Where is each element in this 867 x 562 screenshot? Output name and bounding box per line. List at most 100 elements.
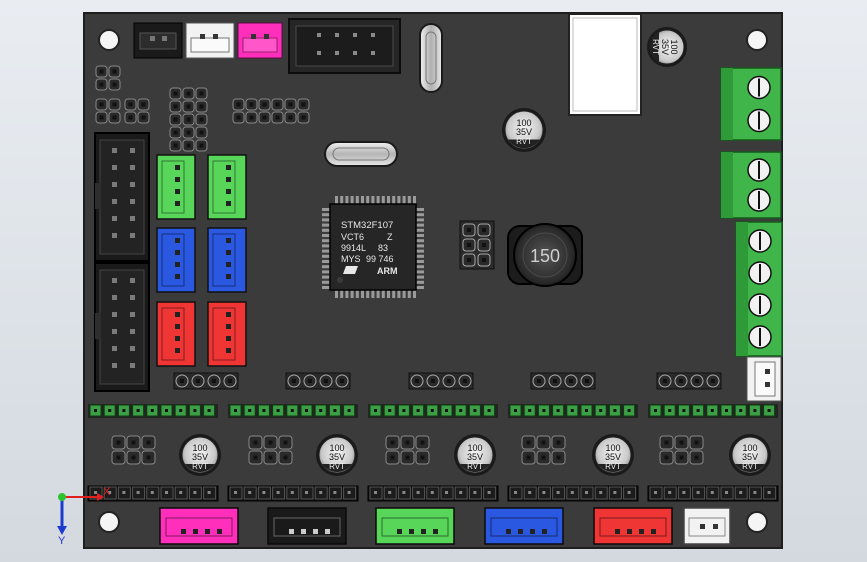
header-pin — [130, 216, 135, 221]
header-pin — [130, 233, 135, 238]
black-pin-strip — [507, 485, 639, 502]
axis-x-label: X — [103, 486, 111, 498]
jumper-header — [459, 220, 495, 270]
header-pin — [112, 363, 117, 368]
mounting-hole — [746, 29, 768, 51]
pin-block-3x5 — [169, 87, 208, 152]
header-pin — [112, 346, 117, 351]
header-pin — [112, 312, 117, 317]
header-pin — [112, 216, 117, 221]
capacitor-marking: 35V — [660, 39, 670, 55]
motor-connector — [156, 301, 196, 367]
bottom-jst-connector — [593, 507, 673, 545]
capacitor-marking: RVT — [651, 39, 660, 55]
header-pin — [130, 199, 135, 204]
header-pin — [130, 346, 135, 351]
header-pin — [130, 329, 135, 334]
header-pin — [112, 329, 117, 334]
green-pin-strips — [88, 404, 778, 418]
small-4pin-header — [656, 372, 722, 390]
capacitor-voltage: 35V — [605, 452, 621, 462]
top-box-header — [288, 18, 401, 74]
bottom-jst-connector — [267, 507, 347, 545]
capacitor-value: 100 — [516, 118, 531, 128]
bottom-jst-connectors — [159, 507, 731, 545]
box-header-pins — [112, 148, 135, 368]
pin-block-3x2 — [271, 98, 310, 124]
header-pin — [130, 363, 135, 368]
header-pin — [112, 199, 117, 204]
green-pin-strip — [88, 404, 218, 418]
small-4pin-header — [408, 372, 474, 390]
bottom-jst-connector — [159, 507, 239, 545]
pin-block-3x2 — [521, 435, 566, 465]
capacitor-value: 100 — [742, 443, 757, 453]
pin-block-3x2 — [111, 435, 156, 465]
pin-block-2x2 — [95, 65, 121, 91]
motor-connector — [156, 154, 196, 220]
pin-block-2x2 — [95, 98, 121, 124]
box-header-lower — [94, 262, 150, 392]
usb-connector — [568, 13, 642, 116]
mcu-marking-line1: STM32F107 — [341, 220, 393, 231]
header-pin — [112, 278, 117, 283]
power-inductor: 150 — [507, 223, 583, 287]
capacitor-value: 100 — [467, 443, 482, 453]
box-header-upper — [94, 132, 150, 262]
screw-terminal-top — [720, 67, 782, 141]
screw-terminal-middle — [720, 151, 782, 219]
motor-connector — [207, 227, 247, 293]
crystal-vertical — [419, 23, 443, 93]
motor-connectors — [156, 154, 247, 367]
header-pin — [130, 278, 135, 283]
arm-logo: ARM — [377, 266, 398, 276]
mounting-hole — [746, 511, 768, 533]
crystal-horizontal — [324, 141, 398, 167]
capacitor-series: RVT — [329, 462, 345, 471]
capacitor-value: 100 — [329, 443, 344, 453]
header-pin — [112, 233, 117, 238]
right-jst-white-connector — [746, 356, 782, 402]
mcu-marking-line3b: 83 — [378, 243, 388, 253]
inductor-marking: 150 — [530, 246, 560, 266]
mcu-marking-line4a: MYS — [341, 254, 361, 264]
black-pin-strips — [87, 485, 779, 502]
mcu-marking-line2a: VCT6 — [341, 232, 364, 242]
capacitor-marking: 100 — [669, 39, 679, 54]
axis-y-label: Y — [58, 535, 66, 547]
motor-connector — [207, 154, 247, 220]
screw-terminals — [720, 67, 783, 357]
header-pin — [112, 295, 117, 300]
capacitor-voltage: 35V — [329, 452, 345, 462]
black-pin-strip — [367, 485, 499, 502]
green-pin-strip — [368, 404, 498, 418]
pin-header-blocks — [95, 65, 310, 152]
mcu-marking-line2b: Z — [387, 232, 393, 242]
small-4pin-header — [173, 372, 239, 390]
pin-block-3x2 — [659, 435, 704, 465]
header-pin — [130, 148, 135, 153]
bottom-jst-connector — [375, 507, 455, 545]
mounting-hole — [98, 511, 120, 533]
capacitor-voltage: 35V — [192, 452, 208, 462]
capacitor-series: RVT — [742, 462, 758, 471]
mcu-pins — [322, 196, 424, 298]
mounting-hole — [98, 29, 120, 51]
pin-block-2x2 — [124, 98, 150, 124]
top-jst-white-connector — [185, 22, 235, 59]
green-pin-strip — [648, 404, 778, 418]
header-pin — [130, 295, 135, 300]
header-pin — [112, 148, 117, 153]
capacitor-series: RVT — [192, 462, 208, 471]
capacitor-voltage: 35V — [467, 452, 483, 462]
pin-block-3x2 — [232, 98, 271, 124]
axis-triad: X Y — [57, 486, 111, 547]
capacitor-series: RVT — [467, 462, 483, 471]
capacitor-voltage: 35V — [516, 127, 532, 137]
pin-block-3x2 — [385, 435, 430, 465]
capacitor-series: RVT — [516, 137, 532, 146]
